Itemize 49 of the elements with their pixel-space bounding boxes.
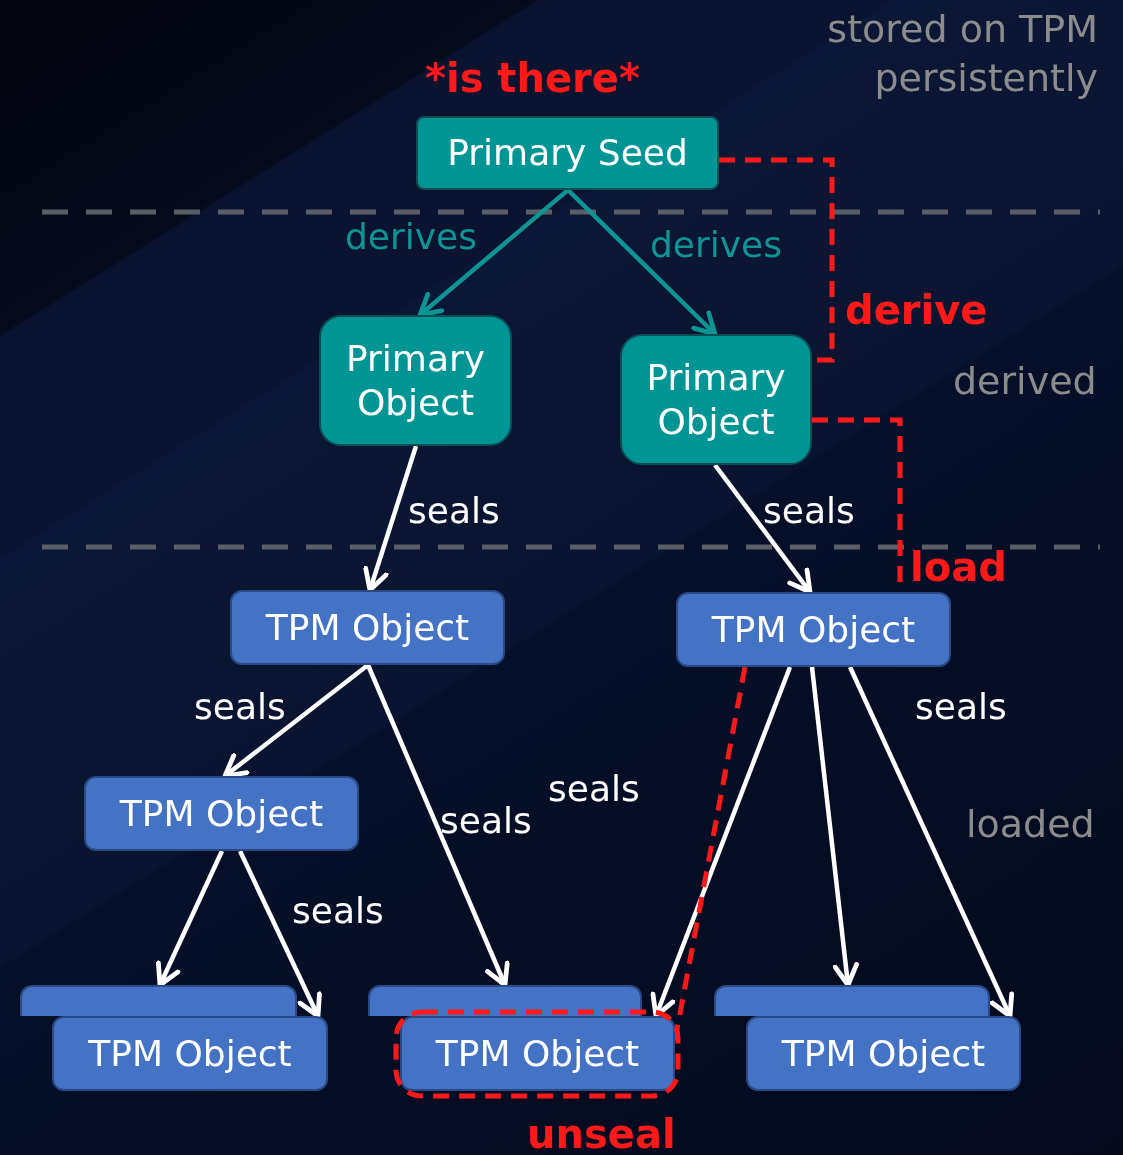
- arrow: [365, 664, 510, 988]
- node-label: Primary Seed: [447, 131, 688, 175]
- object-box: [746, 1016, 1021, 1091]
- stacked-box: [368, 985, 642, 1016]
- annotation-text: load: [910, 543, 1007, 592]
- node-label: TPM Object: [119, 791, 324, 836]
- arrow: [417, 188, 570, 318]
- object-box: [620, 334, 812, 465]
- arrow: [847, 666, 1015, 1019]
- edge-label: seals: [408, 490, 500, 531]
- object-box: [84, 776, 359, 851]
- node-label: Primary Object: [645, 356, 787, 443]
- layer-label: stored on TPM persistently: [826, 6, 1098, 103]
- node-label: TPM Object: [435, 1031, 640, 1076]
- node-label: TPM Object: [781, 1031, 986, 1076]
- layer-label: loaded: [966, 801, 1095, 848]
- object-box: [676, 592, 951, 667]
- layer-label: derived: [953, 358, 1097, 405]
- arrow: [222, 663, 370, 779]
- annotation-text: unseal: [527, 1110, 676, 1155]
- stacked-box: [20, 985, 297, 1016]
- annotation-text: derive: [845, 286, 988, 335]
- edge-label: derives: [345, 216, 477, 257]
- arrow: [713, 463, 813, 595]
- object-box: [319, 315, 512, 446]
- node-label: TPM Object: [711, 607, 916, 652]
- node-label: Primary Object: [344, 337, 487, 424]
- arrow: [809, 666, 859, 988]
- arrow: [237, 850, 322, 1019]
- edge-label: derives: [650, 224, 782, 265]
- object-box: [416, 116, 719, 190]
- annotation-text: *is there*: [425, 54, 640, 103]
- dashed-path-line: [719, 157, 835, 363]
- arrow: [566, 188, 718, 337]
- edge-label: seals: [440, 800, 532, 841]
- object-box: [400, 1016, 675, 1091]
- object-box: [52, 1016, 328, 1091]
- edge-label: seals: [763, 490, 855, 531]
- edge-label: seals: [292, 890, 384, 931]
- arrow: [363, 445, 419, 593]
- arrow: [155, 850, 225, 988]
- node-label: TPM Object: [88, 1031, 292, 1076]
- node-label: TPM Object: [265, 605, 470, 650]
- edge-label: seals: [548, 768, 640, 809]
- stacked-box: [714, 985, 990, 1016]
- edge-label: seals: [915, 686, 1007, 727]
- arrow: [650, 666, 793, 1019]
- object-box: [230, 590, 505, 665]
- edge-label: seals: [194, 686, 286, 727]
